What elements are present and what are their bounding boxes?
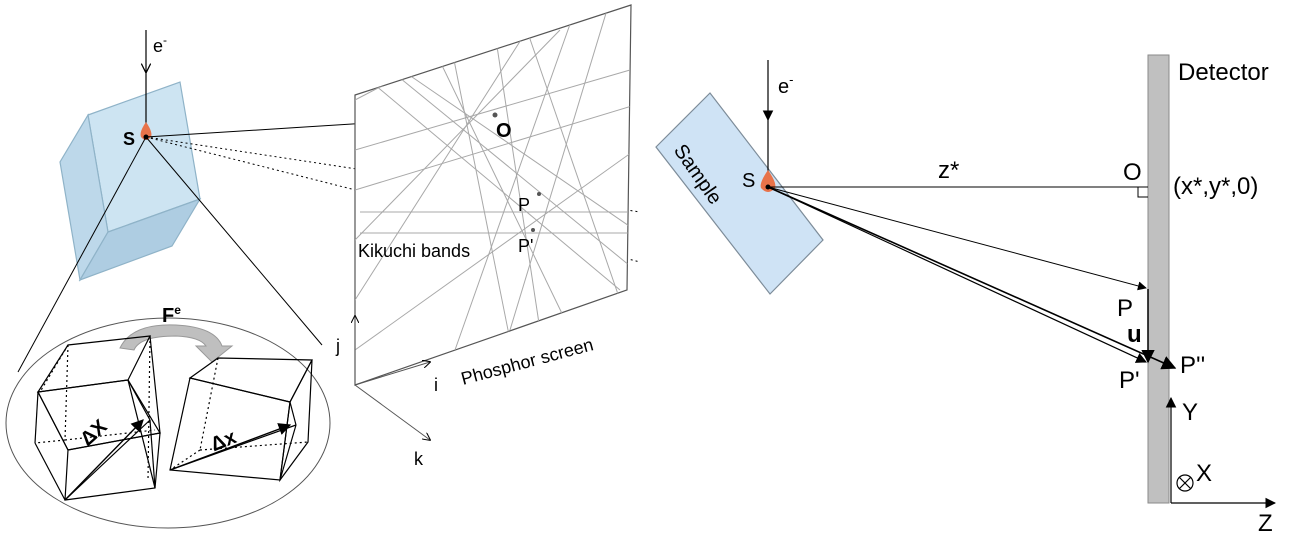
pattern-center-dot [492,112,498,118]
right-beam-label: e- [778,72,793,98]
interaction-volume-icon [140,122,152,140]
source-label: S [123,129,135,149]
point-p-dot [537,192,541,196]
phosphor-screen-label: Phosphor screen [459,334,596,389]
reference-cube [34,335,161,501]
axis-k-arrow [354,384,430,440]
shift-vector-label: u [1127,321,1142,348]
detector-label: Detector [1178,59,1269,86]
detector-plate [1147,54,1170,504]
detector-distance-label: z* [938,157,959,184]
axis-i-label: i [434,375,438,395]
kikuchi-bands-label: Kikuchi bands [358,241,470,261]
ray-p [767,186,1147,291]
right-point-p-double-prime-label: P'' [1180,352,1205,379]
right-pattern-center-label: O [1123,159,1142,186]
sample-slab [655,92,824,295]
right-point-p-label: P [1117,295,1133,322]
axis-x-into-page-icon [1176,474,1194,492]
axis-x-label: X [1196,460,1212,487]
point-p-prime-label: P' [518,236,533,256]
pattern-center-label: O [496,120,512,142]
zoom-line-right [145,136,323,346]
point-p-label: P [518,195,530,215]
deformation-inset [5,317,331,529]
zoom-line-left [17,136,147,373]
pattern-center-coords: (x*,y*,0) [1173,173,1258,200]
axis-y-label: Y [1182,399,1198,426]
def-vector-arrow [169,423,292,471]
right-point-p-prime-label: P' [1119,367,1140,394]
point-p-prime-dot [531,228,535,232]
phosphor-screen [354,4,632,386]
axis-z-label: Z [1258,510,1273,536]
deformation-gradient-label: Fe [162,303,181,327]
right-source-label: S [742,170,755,192]
beam-label: e- [153,33,167,56]
ref-vector-arrow [64,419,144,501]
ray-p-prime [767,186,1147,363]
axis-i-arrow [354,362,430,386]
axis-k-label: k [414,449,424,469]
ray-p-double-prime [767,186,1177,370]
axis-j-label: j [335,336,340,356]
left-panel: e- S [5,4,641,529]
sample-crystal [59,81,202,282]
right-panel: Sample e- S Detector z* O (x*,y*,0) P u … [655,54,1277,536]
right-angle-marker [1137,187,1148,198]
